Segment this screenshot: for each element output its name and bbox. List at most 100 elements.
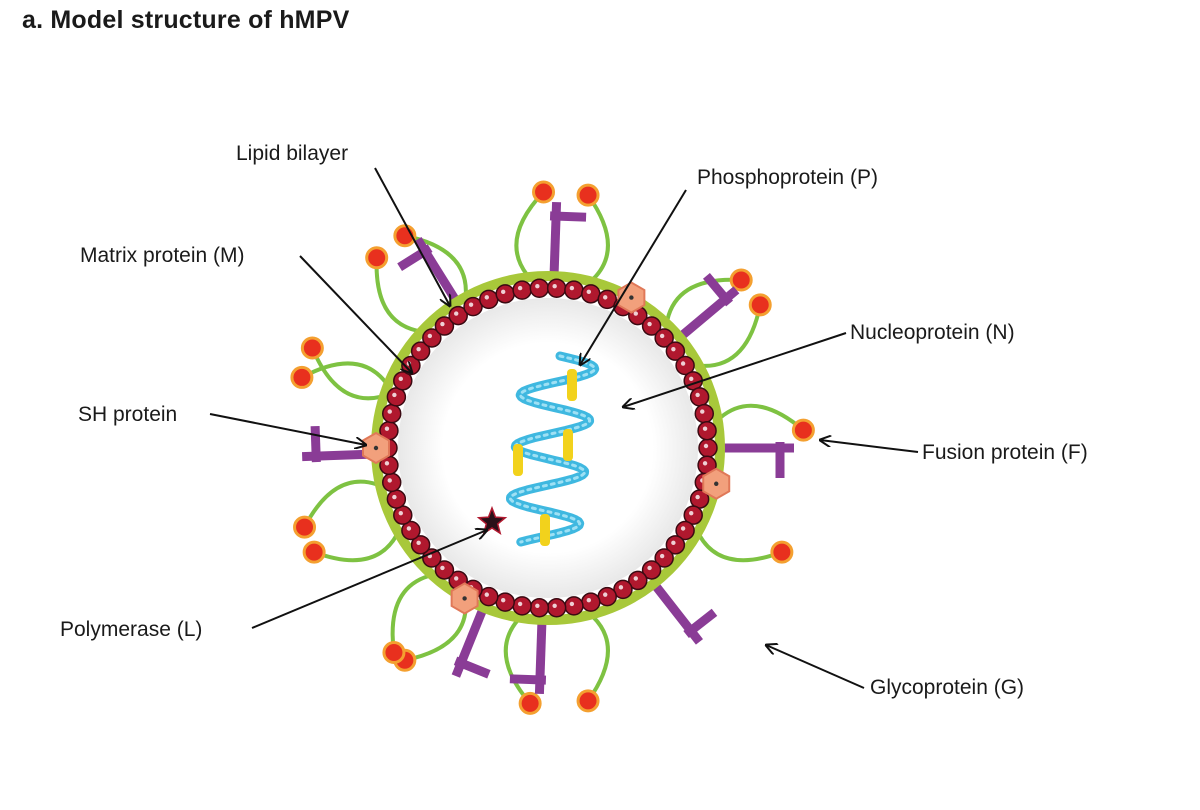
matrix-protein-bead-highlight <box>586 597 592 603</box>
matrix-protein-bead-highlight <box>517 285 523 291</box>
sh-protein-pore <box>714 481 719 486</box>
sh-proteins <box>362 281 731 615</box>
matrix-protein-bead <box>422 548 442 568</box>
fusion-protein-crossbar <box>397 244 433 271</box>
matrix-protein-bead <box>613 579 633 600</box>
glycoprotein-stalk <box>700 302 763 368</box>
sh-protein-pore <box>462 596 467 601</box>
label-phosphoprotein: Phosphoprotein (P) <box>697 166 878 189</box>
matrix-protein-bead-highlight <box>659 333 665 339</box>
matrix-protein-bead-highlight <box>384 461 390 466</box>
matrix-protein-bead-highlight <box>695 392 700 398</box>
glycoprotein-head <box>576 689 600 713</box>
arrow-polymerase <box>251 530 487 629</box>
matrix-protein-bead-highlight <box>647 321 652 327</box>
matrix-protein-bead-highlight <box>440 321 445 327</box>
glycoprotein-stalk <box>390 573 431 655</box>
matrix-protein-bead-highlight <box>500 597 506 603</box>
arrow-sh-protein <box>209 413 366 445</box>
matrix-protein-bead <box>410 535 431 555</box>
matrix-protein-bead-highlight <box>671 540 676 546</box>
matrix-protein-bead <box>665 535 686 555</box>
label-glycoprotein: Glycoprotein (G) <box>870 676 1024 699</box>
matrix-protein-bead <box>564 280 584 300</box>
matrix-protein-bead <box>675 355 695 376</box>
glycoprotein-head <box>576 183 600 207</box>
glycoprotein-head <box>532 180 556 204</box>
matrix-protein-bead-highlight <box>406 361 412 366</box>
matrix-protein-bead-highlight <box>406 526 412 531</box>
sh-protein-pore <box>629 295 634 300</box>
matrix-protein-bead-highlight <box>689 510 694 516</box>
virus-envelope <box>371 271 725 625</box>
fusion-protein-crossbar <box>549 211 587 222</box>
glycoprotein-head <box>729 268 753 292</box>
glycoprotein-stalk <box>374 255 420 333</box>
matrix-protein-bead-highlight <box>569 285 575 291</box>
matrix-protein-bead <box>597 586 617 607</box>
matrix-protein-bead-highlight <box>392 392 397 398</box>
matrix-protein-bead-highlight <box>454 576 459 581</box>
matrix-protein-bead <box>422 328 442 348</box>
glycoprotein-stalk <box>718 403 806 433</box>
glycoprotein-stalk <box>586 615 610 703</box>
matrix-protein-bead <box>581 284 601 304</box>
matrix-protein-bead <box>512 596 532 616</box>
arrow-glycoprotein <box>766 645 865 689</box>
matrix-protein-bead-highlight <box>398 376 403 382</box>
leader-lines <box>209 167 919 689</box>
fusion-protein-crossbar <box>310 425 321 463</box>
matrix-protein-bead-highlight <box>633 311 638 316</box>
matrix-protein-bead <box>381 403 402 424</box>
glycoprotein-stalk <box>514 190 546 277</box>
matrix-protein-bead-highlight <box>387 409 392 414</box>
matrix-protein-bead <box>641 560 662 580</box>
label-polymerase: Polymerase (L) <box>60 618 202 641</box>
matrix-protein-bead <box>386 387 407 407</box>
label-matrix-protein: Matrix protein (M) <box>80 244 245 267</box>
glycoprotein-head <box>382 640 406 664</box>
label-lipid-bilayer: Lipid bilayer <box>236 142 348 165</box>
matrix-protein-bead-highlight <box>552 284 557 289</box>
glycoprotein-stalk <box>697 533 784 563</box>
matrix-protein-bead-highlight <box>700 409 705 414</box>
matrix-protein-bead-highlight <box>384 426 390 431</box>
matrix-protein-bead-highlight <box>603 592 608 597</box>
matrix-protein-bead <box>495 284 515 304</box>
matrix-protein-bead-highlight <box>552 603 557 608</box>
matrix-protein-bead <box>381 472 402 493</box>
matrix-protein-bead <box>463 296 483 317</box>
matrix-protein-bead-highlight <box>416 346 421 352</box>
matrix-protein-bead-highlight <box>517 601 523 607</box>
matrix-protein-bead <box>479 586 499 607</box>
nucleoprotein-beads <box>509 354 597 544</box>
matrix-protein-bead-highlight <box>468 302 474 307</box>
matrix-protein-ring <box>378 278 718 618</box>
nucleocapsid <box>476 351 600 547</box>
glycoprotein-stalk <box>402 233 468 296</box>
matrix-protein-bead-highlight <box>416 540 421 546</box>
matrix-protein-bead <box>641 316 662 336</box>
matrix-protein-bead <box>628 570 648 591</box>
phosphoprotein-bar <box>513 444 523 476</box>
matrix-protein-bead-highlight <box>671 346 676 352</box>
matrix-protein-bead <box>654 328 674 348</box>
matrix-protein-bead-highlight <box>484 592 489 597</box>
matrix-protein-bead <box>401 520 421 541</box>
label-sh-protein: SH protein <box>78 403 177 426</box>
matrix-protein-bead <box>448 305 468 326</box>
fusion-protein-crossbar <box>453 656 491 679</box>
matrix-protein-bead <box>434 316 455 336</box>
matrix-protein-bead-highlight <box>440 565 445 571</box>
sh-protein-pore <box>373 445 379 451</box>
glycoprotein-stalk <box>310 345 383 401</box>
fusion-protein-crossbar <box>509 674 547 685</box>
matrix-protein-bead-highlight <box>586 289 592 295</box>
arrow-fusion-protein <box>820 440 919 453</box>
glycoprotein-head <box>365 246 389 270</box>
glycoprotein-head <box>791 418 815 442</box>
matrix-protein-bead-highlight <box>702 461 708 466</box>
glycoprotein-stalk <box>402 600 468 663</box>
matrix-protein-bead <box>434 560 455 580</box>
